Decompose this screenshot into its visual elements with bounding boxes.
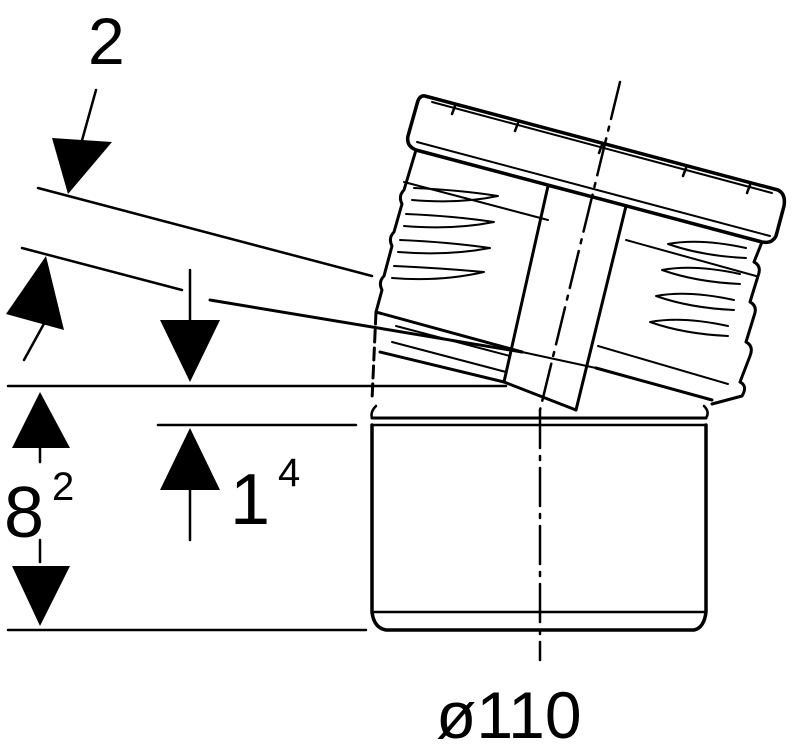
height-arrow-up-icon	[6, 256, 64, 330]
upper-fitting	[208, 94, 787, 412]
dimension-labels: 2 8 2 1 4 ø110	[4, 4, 582, 752]
height-arrow-down-icon	[12, 566, 70, 626]
diameter-label: ø110	[436, 678, 582, 752]
center-line	[538, 80, 622, 662]
total-height-exponent: 2	[52, 465, 74, 509]
offset-arrow-up-icon	[160, 428, 220, 490]
total-height-label: 8	[4, 473, 44, 553]
offset-arrow-down-icon	[160, 320, 220, 382]
offset-height-exponent: 4	[278, 451, 300, 495]
height-arrow-up-lower-icon	[12, 392, 70, 448]
offset-height-label: 1	[230, 460, 270, 540]
height-leader-top	[22, 318, 48, 362]
extension-lines	[6, 186, 508, 632]
angle-arrow-icon	[52, 138, 112, 194]
angle-label: 2	[88, 4, 125, 78]
